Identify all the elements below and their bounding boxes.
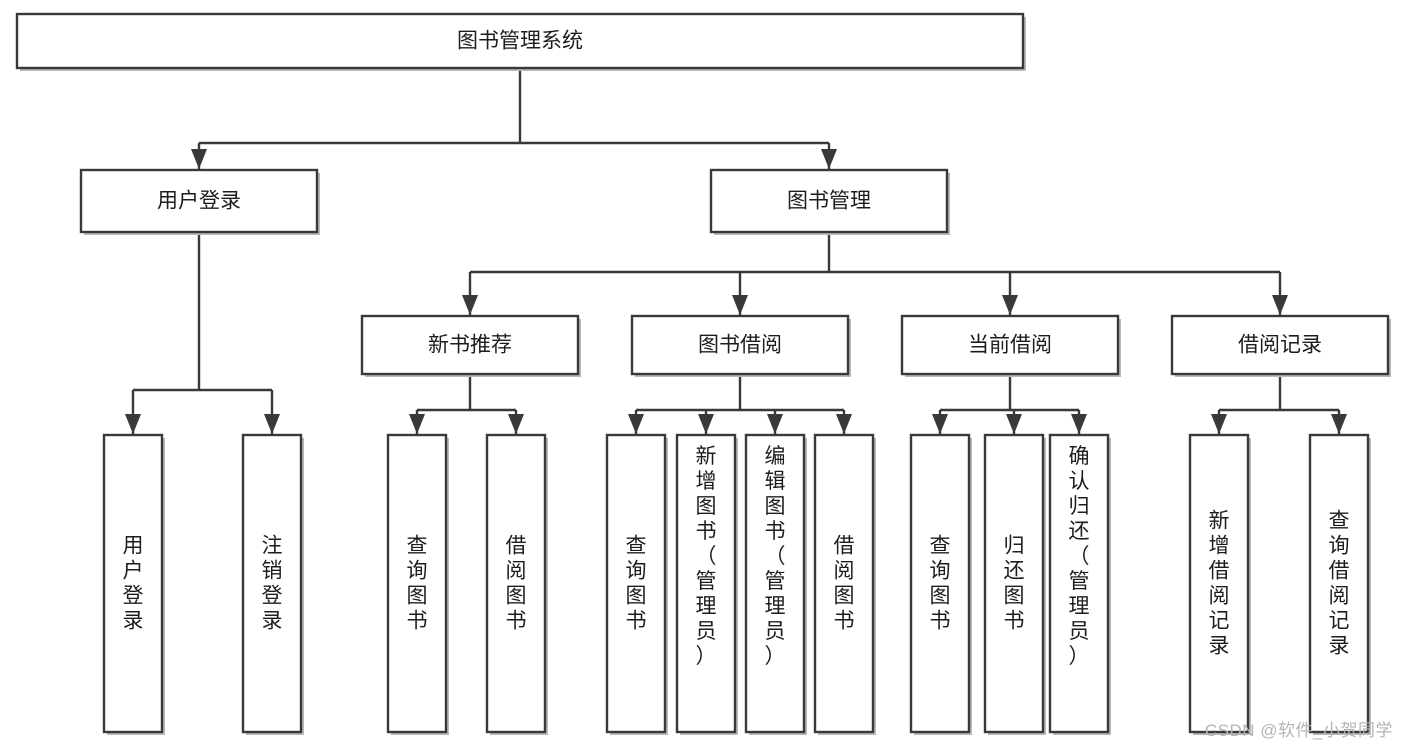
node-rect[interactable] xyxy=(1188,433,1250,734)
arrow-head-icon xyxy=(1071,414,1087,434)
node-leaf-12[interactable]: 查询借阅记录 xyxy=(1308,433,1371,735)
node-leaf-1[interactable]: 注销登录 xyxy=(241,433,304,735)
node-rect[interactable] xyxy=(79,168,319,234)
arrow-head-icon xyxy=(125,414,141,434)
connector-lines xyxy=(125,68,1347,434)
node-rect[interactable] xyxy=(1308,433,1370,734)
node-leaf-5[interactable]: 新增图书（管理员） xyxy=(675,433,738,735)
node-rect[interactable] xyxy=(675,433,737,734)
node-level3-1[interactable]: 图书借阅 xyxy=(630,314,851,377)
arrow-head-icon xyxy=(821,149,837,169)
node-level3-2[interactable]: 当前借阅 xyxy=(900,314,1121,377)
node-level3-0[interactable]: 新书推荐 xyxy=(360,314,581,377)
node-label: 新增图书（管理员） xyxy=(696,445,717,668)
node-label: 新增借阅记录 xyxy=(1209,510,1230,658)
arrow-head-icon xyxy=(1002,295,1018,315)
node-label: 图书管理 xyxy=(787,190,871,213)
node-leaf-4[interactable]: 查询图书 xyxy=(605,433,668,735)
node-rect[interactable] xyxy=(709,168,949,234)
arrow-head-icon xyxy=(191,149,207,169)
node-rect[interactable] xyxy=(102,433,164,734)
node-rect[interactable] xyxy=(909,433,971,734)
node-root-0[interactable]: 图书管理系统 xyxy=(15,12,1026,71)
node-label: 查询图书 xyxy=(626,535,647,633)
arrow-head-icon xyxy=(264,414,280,434)
arrow-head-icon xyxy=(1006,414,1022,434)
arrow-head-icon xyxy=(462,295,478,315)
node-label: 图书借阅 xyxy=(698,334,782,357)
node-rect[interactable] xyxy=(15,12,1025,70)
node-leaf-3[interactable]: 借阅图书 xyxy=(485,433,548,735)
node-label: 当前借阅 xyxy=(968,334,1052,357)
node-label: 查询图书 xyxy=(407,535,428,633)
node-rect[interactable] xyxy=(485,433,547,734)
arrow-head-icon xyxy=(932,414,948,434)
node-label: 确认归还（管理员） xyxy=(1069,445,1090,668)
node-label: 新书推荐 xyxy=(428,334,512,357)
node-leaf-8[interactable]: 查询图书 xyxy=(909,433,972,735)
node-rect[interactable] xyxy=(630,314,850,376)
arrow-head-icon xyxy=(1331,414,1347,434)
node-label: 用户登录 xyxy=(123,535,144,633)
node-label: 用户登录 xyxy=(157,190,241,213)
node-level2-0[interactable]: 用户登录 xyxy=(79,168,320,235)
node-label: 查询图书 xyxy=(930,535,951,633)
node-rect[interactable] xyxy=(900,314,1120,376)
node-rect[interactable] xyxy=(983,433,1045,734)
node-label: 借阅图书 xyxy=(834,535,855,633)
node-leaf-10[interactable]: 确认归还（管理员） xyxy=(1048,433,1111,735)
node-rect[interactable] xyxy=(241,433,303,734)
node-rect[interactable] xyxy=(360,314,580,376)
node-level2-1[interactable]: 图书管理 xyxy=(709,168,950,235)
node-leaf-9[interactable]: 归还图书 xyxy=(983,433,1046,735)
node-label: 注销登录 xyxy=(262,535,283,633)
node-level3-3[interactable]: 借阅记录 xyxy=(1170,314,1391,377)
node-rect[interactable] xyxy=(1170,314,1390,376)
arrow-head-icon xyxy=(1211,414,1227,434)
arrow-head-icon xyxy=(409,414,425,434)
node-boxes: 图书管理系统用户登录图书管理新书推荐图书借阅当前借阅借阅记录用户登录注销登录查询… xyxy=(15,12,1391,735)
node-rect[interactable] xyxy=(386,433,448,734)
arrow-head-icon xyxy=(732,295,748,315)
node-label: 编辑图书（管理员） xyxy=(765,445,786,668)
node-leaf-6[interactable]: 编辑图书（管理员） xyxy=(744,433,807,735)
arrow-head-icon xyxy=(1272,295,1288,315)
node-label: 借阅记录 xyxy=(1238,334,1322,357)
arrow-head-icon xyxy=(698,414,714,434)
arrow-head-icon xyxy=(767,414,783,434)
node-label: 图书管理系统 xyxy=(457,30,583,53)
node-label: 归还图书 xyxy=(1004,535,1025,633)
node-leaf-0[interactable]: 用户登录 xyxy=(102,433,165,735)
node-leaf-2[interactable]: 查询图书 xyxy=(386,433,449,735)
node-rect[interactable] xyxy=(1048,433,1110,734)
arrow-head-icon xyxy=(836,414,852,434)
node-leaf-7[interactable]: 借阅图书 xyxy=(813,433,876,735)
node-rect[interactable] xyxy=(605,433,667,734)
node-label: 借阅图书 xyxy=(506,535,527,633)
node-rect[interactable] xyxy=(744,433,806,734)
node-leaf-11[interactable]: 新增借阅记录 xyxy=(1188,433,1251,735)
node-label: 查询借阅记录 xyxy=(1329,510,1350,658)
watermark-label: CSDN @软件_小贺同学 xyxy=(1204,721,1393,740)
node-rect[interactable] xyxy=(813,433,875,734)
arrow-head-icon xyxy=(628,414,644,434)
arrow-head-icon xyxy=(508,414,524,434)
